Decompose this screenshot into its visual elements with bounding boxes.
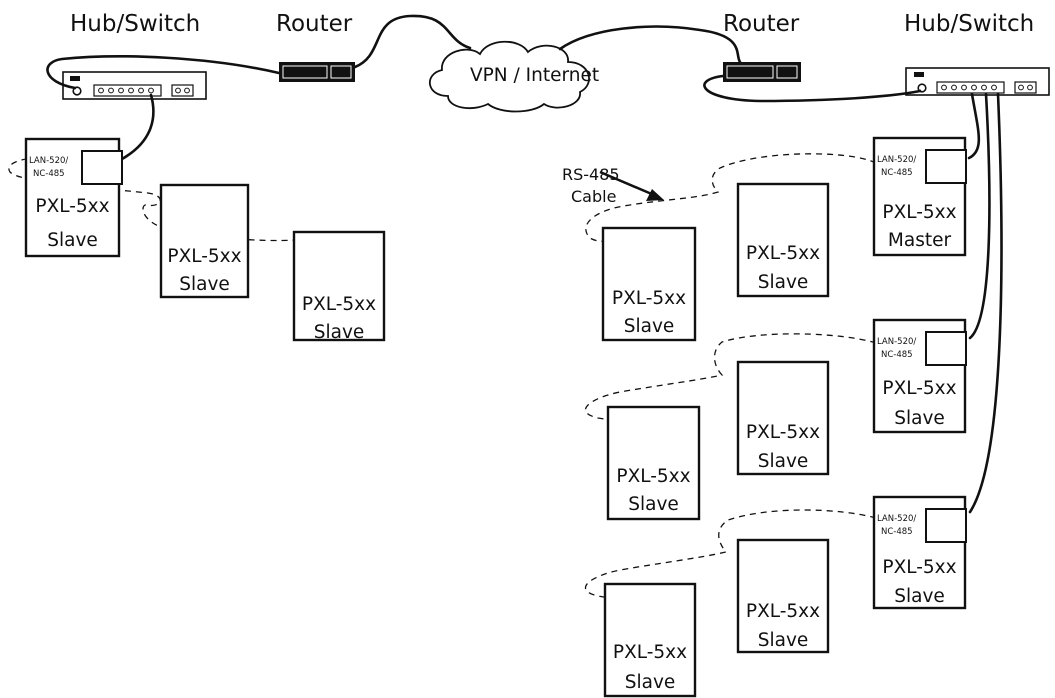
adapter-label-line1: LAN-520/ [877, 337, 916, 347]
device-role-label: Slave [758, 630, 809, 651]
adapter-box [925, 331, 967, 366]
cloud-icon [429, 40, 590, 113]
hub-right-label: Hub/Switch [904, 11, 1034, 37]
device-model-label: PXL-5xx [882, 378, 956, 399]
rs485-label-line1: RS-485 [562, 165, 620, 184]
device-model-label: PXL-5xx [882, 557, 956, 578]
rs485-label-line2: Cable [571, 187, 616, 206]
hub-left [62, 71, 207, 100]
router-left [279, 62, 355, 82]
device-role-label: Slave [47, 230, 98, 251]
device-box [603, 582, 697, 698]
device-role-label: Slave [894, 586, 945, 607]
device-model-label: PXL-5xx [302, 294, 376, 315]
device-model-label: PXL-5xx [746, 422, 820, 443]
device-role-label: Slave [624, 316, 675, 337]
hub-left-label: Hub/Switch [70, 11, 200, 37]
adapter-label-line2: NC-485 [33, 169, 65, 179]
router-left-label: Router [276, 11, 353, 37]
device-role-label: Slave [628, 494, 679, 515]
device-model-label: PXL-5xx [613, 642, 687, 663]
devices: PXL-5xxSlaveLAN-520/NC-485PXL-5xxSlavePX… [24, 136, 967, 698]
device-role-label: Slave [894, 408, 945, 429]
device-role-label: Master [888, 230, 952, 251]
device-box [292, 230, 386, 342]
hub-right [905, 67, 1050, 96]
device-model-label: PXL-5xx [167, 246, 241, 267]
router-right [723, 62, 801, 82]
device-model-label: PXL-5xx [35, 196, 109, 217]
device-box [606, 405, 701, 521]
adapter-label-line1: LAN-520/ [877, 155, 916, 165]
device-box [736, 360, 830, 476]
device-box [159, 183, 250, 299]
adapter-box [81, 150, 123, 185]
device-box [872, 318, 967, 434]
adapter-box [925, 149, 967, 184]
adapter-label-line2: NC-485 [881, 168, 913, 178]
rs485-arrow [599, 170, 664, 201]
device-model-label: PXL-5xx [882, 202, 956, 223]
adapter-label-line1: LAN-520/ [877, 514, 916, 524]
device-box [601, 226, 697, 342]
network-cables [46, 14, 1003, 514]
device-role-label: Slave [758, 272, 809, 293]
device-model-label: PXL-5xx [612, 288, 686, 309]
adapter-label-line1: LAN-520/ [29, 156, 68, 166]
device-role-label: Slave [625, 672, 676, 693]
device-model-label: PXL-5xx [746, 243, 820, 264]
cloud-label: VPN / Internet [470, 65, 599, 86]
device-role-label: Slave [758, 451, 809, 472]
device-role-label: Slave [314, 322, 365, 343]
adapter-box [925, 508, 967, 543]
device-model-label: PXL-5xx [746, 601, 820, 622]
adapter-label-line2: NC-485 [881, 350, 913, 360]
device-box [736, 182, 830, 298]
router-right-label: Router [723, 11, 800, 37]
device-box [736, 538, 830, 654]
adapter-label-line2: NC-485 [881, 527, 913, 537]
device-model-label: PXL-5xx [616, 466, 690, 487]
device-role-label: Slave [179, 274, 230, 295]
